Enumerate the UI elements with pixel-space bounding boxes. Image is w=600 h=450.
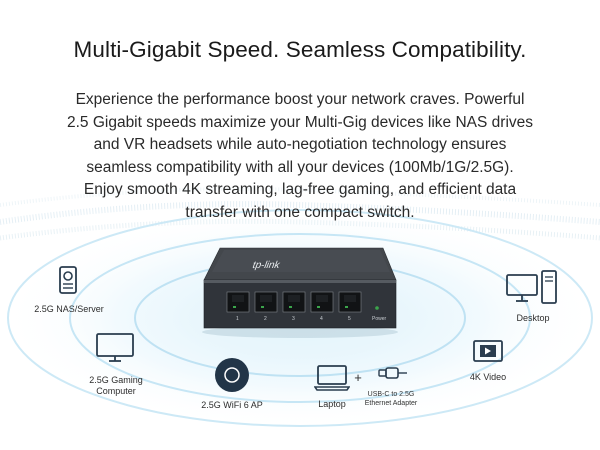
port-number-label: 3 bbox=[292, 316, 295, 322]
plus-sign: + bbox=[354, 370, 362, 385]
page-title: Multi-Gigabit Speed. Seamless Compatibil… bbox=[73, 37, 527, 62]
gaming-computer-icon bbox=[96, 333, 134, 362]
ripple-ring-mid bbox=[69, 233, 531, 403]
description-line: seamless compatibility with all your dev… bbox=[86, 158, 514, 176]
usb-adapter-label: USB-C to 2.5G Ethernet Adapter bbox=[346, 390, 436, 408]
power-label: Power bbox=[372, 316, 387, 322]
desktop-label: Desktop bbox=[516, 313, 550, 323]
usb-adapter-label-line1: USB-C to 2.5G bbox=[367, 391, 415, 398]
description-line: transfer with one compact switch. bbox=[185, 203, 415, 221]
video-label: 4K Video bbox=[469, 372, 507, 382]
nas-server-icon bbox=[59, 266, 77, 294]
switch-brand-logo: tp-link bbox=[251, 260, 282, 271]
description-line: and VR headsets while auto-negotiation t… bbox=[93, 136, 507, 154]
ripple-ring-outer bbox=[7, 209, 593, 427]
port-number-label: 5 bbox=[348, 316, 351, 322]
description-paragraph: Experience the performance boost your ne… bbox=[30, 89, 570, 225]
description-line: 2.5 Gigabit speeds maximize your Multi-G… bbox=[66, 113, 534, 131]
port-number-label: 1 bbox=[236, 316, 239, 322]
port-number-label: 2 bbox=[264, 316, 267, 322]
usb-adapter-label-line2: Ethernet Adapter bbox=[364, 400, 418, 407]
ethernet-ports bbox=[226, 291, 362, 313]
wifi-ap-icon bbox=[215, 358, 249, 392]
usb-adapter-icon bbox=[378, 367, 407, 379]
video-play-icon bbox=[473, 340, 503, 362]
wifi-ap-label: 2.5G WiFi 6 AP bbox=[201, 400, 263, 410]
description-line: Enjoy smooth 4K streaming, lag-free gami… bbox=[83, 181, 517, 199]
network-switch: tp-link bbox=[202, 247, 398, 338]
laptop-icon bbox=[314, 365, 350, 391]
gaming-computer-label: 2.5G Gaming Computer bbox=[66, 375, 166, 397]
power-led-icon bbox=[375, 306, 379, 310]
nas-server-label: 2.5G NAS/Server bbox=[34, 304, 104, 314]
description-line: Experience the performance boost your ne… bbox=[75, 91, 525, 108]
desktop-tower-icon bbox=[506, 270, 557, 304]
laptop-label: Laptop bbox=[318, 399, 346, 409]
gaming-computer-label-line2: Computer bbox=[96, 386, 136, 396]
port-number-label: 4 bbox=[320, 316, 323, 322]
gaming-computer-label-line1: 2.5G Gaming bbox=[89, 375, 143, 385]
